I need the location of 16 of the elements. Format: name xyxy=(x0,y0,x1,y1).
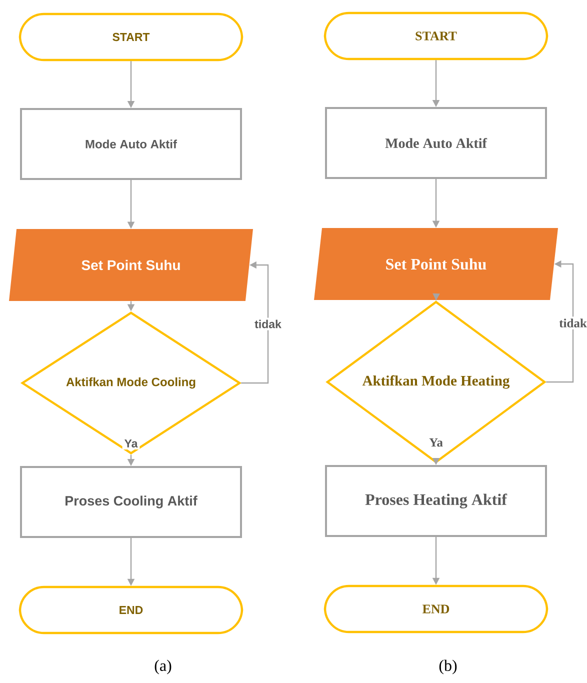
process-box: Proses Cooling Aktif xyxy=(20,466,242,538)
caption: (b) xyxy=(439,660,457,674)
input-parallelogram: Set Point Suhu xyxy=(314,228,558,300)
input-parallelogram: Set Point Suhu xyxy=(9,229,253,301)
edge-label: Ya xyxy=(124,440,138,448)
edge-label: tidak xyxy=(254,320,282,328)
terminal-box: START xyxy=(18,12,244,62)
process-box: Mode Auto Aktif xyxy=(20,108,242,180)
terminal-box: START xyxy=(324,12,548,60)
terminal-box: END xyxy=(324,584,548,634)
process-box: Proses Heating Aktif xyxy=(325,465,547,537)
process-box: Mode Auto Aktif xyxy=(325,107,547,179)
caption: (a) xyxy=(154,660,172,674)
edge-label: Ya xyxy=(429,438,443,447)
edge-label: tidak xyxy=(559,318,587,328)
terminal-box: END xyxy=(18,586,244,634)
